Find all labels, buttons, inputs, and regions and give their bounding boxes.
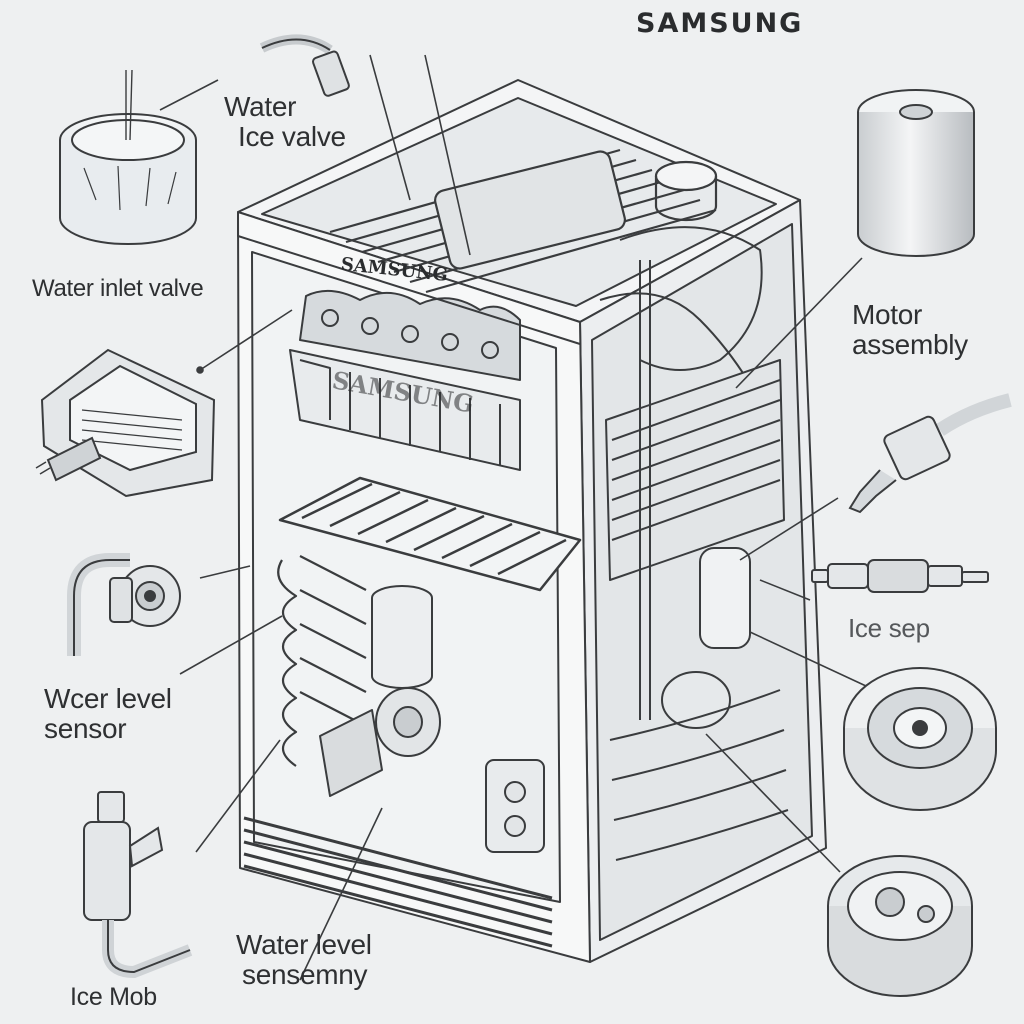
leader-lines <box>159 54 867 981</box>
vertical-valve-icon <box>83 791 193 979</box>
spark-connector-icon <box>811 559 989 593</box>
label-motor-assembly: Motor assembly <box>852 299 1012 361</box>
ice-mold-tray <box>289 289 521 471</box>
condenser-coils <box>277 555 367 767</box>
top-ice-tray <box>329 148 718 294</box>
label-water-inlet-valve: Water inlet valve <box>32 275 204 302</box>
filter-cylinder-icon <box>857 89 975 257</box>
ice-maker-unit <box>237 79 827 963</box>
label-water-level-sensemny-line2: sensemny <box>242 959 368 991</box>
side-machinery <box>599 226 789 861</box>
label-ice-sep: Ice sep <box>848 613 930 643</box>
label-water-level-sensemny: Water level sensemny <box>236 929 416 991</box>
label-motor-assembly-line1: Motor <box>852 299 923 330</box>
gear-motor-icon <box>827 855 973 997</box>
compressor-cylinder <box>371 585 433 689</box>
sensor-probe-icon <box>848 393 1012 514</box>
label-water-ice-valve-line2: Ice valve <box>238 121 346 153</box>
motor-ring-icon <box>843 667 997 811</box>
label-ice-mob: Ice Mob <box>70 983 157 1011</box>
pipe-pump-icon <box>67 553 181 656</box>
label-water-level-sensor: Wcer level sensor <box>44 683 204 745</box>
header-logo: SAMSUNG <box>636 8 804 39</box>
label-water-level-sensor-line2: sensor <box>44 713 127 745</box>
ice-valve-pipe-icon <box>259 34 350 97</box>
inlet-valve-icon <box>35 348 216 498</box>
shelf-rack <box>278 476 582 592</box>
label-water-level-sensor-line1: Wcer level <box>44 683 172 714</box>
label-water-ice-valve: Water Ice valve <box>224 91 374 153</box>
water-basin-icon <box>59 69 197 245</box>
pump-motor <box>319 687 545 853</box>
bottom-vent-grille <box>243 816 553 948</box>
label-water-ice-valve-line1: Water <box>224 91 297 122</box>
label-motor-assembly-line2: assembly <box>852 329 968 361</box>
label-water-level-sensemny-line1: Water level <box>236 929 372 960</box>
